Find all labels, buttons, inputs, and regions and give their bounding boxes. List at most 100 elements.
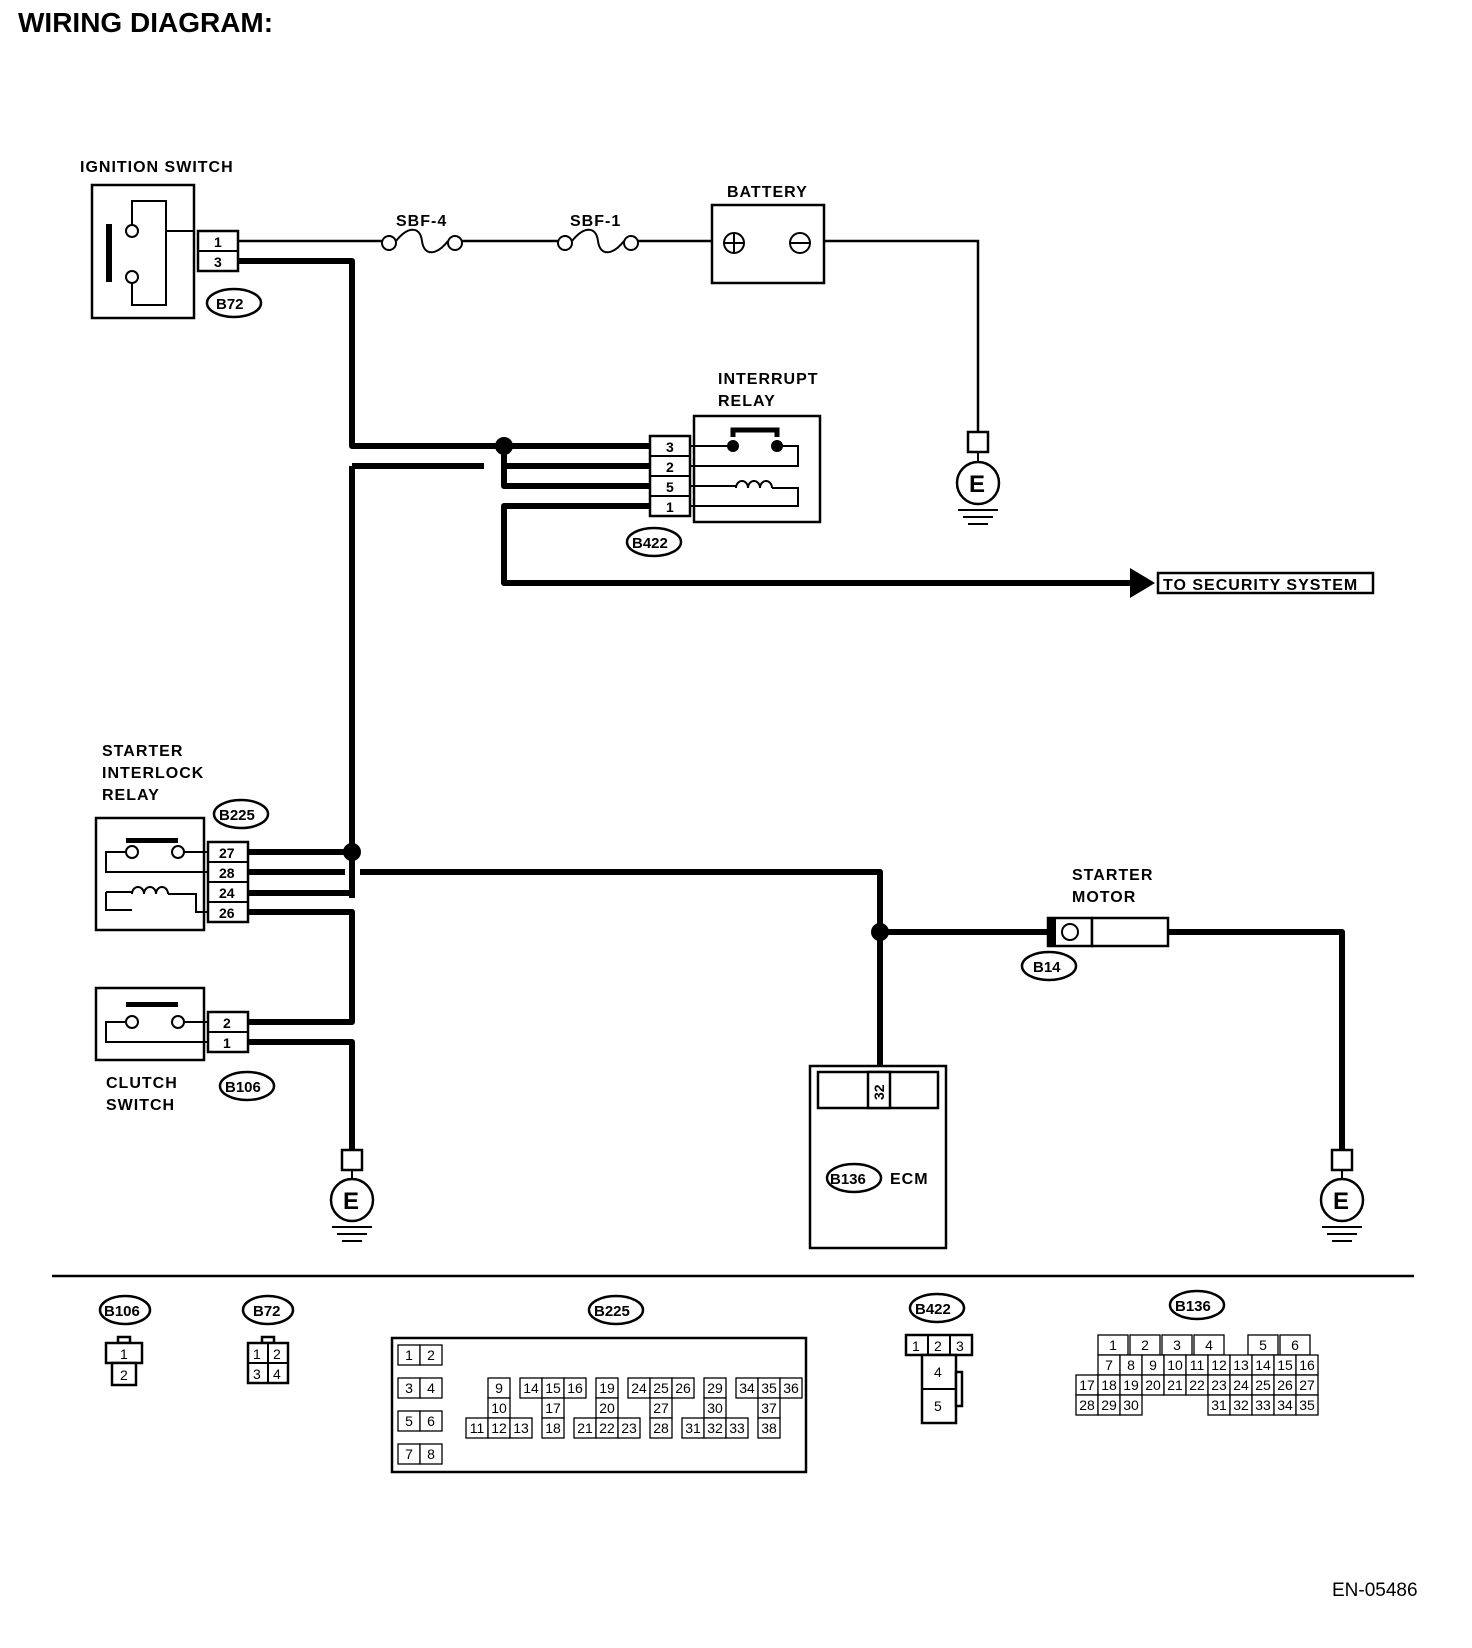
b422-cell: 5 — [934, 1398, 942, 1414]
b225-cell: 15 — [545, 1380, 561, 1396]
b136-cell: 25 — [1255, 1377, 1271, 1393]
b136-cell: 28 — [1079, 1397, 1095, 1413]
b225-cell-box — [617, 1417, 641, 1439]
ecm: 32 B136 ECM — [808, 1064, 948, 1250]
b225-cell: 4 — [427, 1380, 435, 1396]
b225-cell: 9 — [495, 1380, 503, 1396]
b225-cell: 3 — [405, 1380, 413, 1396]
b225-pin: 27 — [219, 845, 235, 861]
b225-cell: 11 — [470, 1420, 485, 1436]
b72-ref: B72 — [253, 1303, 281, 1320]
b136-cell: 2 — [1141, 1337, 1149, 1353]
b136-cell: 16 — [1299, 1357, 1315, 1373]
b136-ref: B136 — [830, 1171, 866, 1188]
ground-label: E — [1333, 1188, 1349, 1215]
b136-cell: 1 — [1109, 1337, 1117, 1353]
b225-cell: 28 — [653, 1420, 669, 1436]
b422-pin: 1 — [666, 499, 674, 515]
b225-cell: 35 — [761, 1380, 777, 1396]
b136-cell: 5 — [1259, 1337, 1267, 1353]
junction-dot — [871, 923, 889, 941]
b72-cell: 4 — [273, 1366, 281, 1382]
b225-cell: 24 — [631, 1380, 647, 1396]
b225-cell-box — [757, 1417, 781, 1439]
b136-cell: 17 — [1079, 1377, 1095, 1393]
b422-cell: 1 — [912, 1338, 920, 1354]
b225-cell-box — [671, 1377, 695, 1399]
b136-cell: 29 — [1101, 1397, 1117, 1413]
b106-cell: 1 — [120, 1346, 128, 1362]
b72-pin: 3 — [214, 254, 222, 270]
b225-cell: 17 — [545, 1400, 561, 1416]
b72-pin: 1 — [214, 234, 222, 250]
b225-cell: 26 — [675, 1380, 691, 1396]
b225-cell-box — [649, 1417, 673, 1439]
b136-ref: B136 — [1175, 1298, 1211, 1315]
b225-cell: 31 — [685, 1420, 701, 1436]
ignition-switch: IGNITION SWITCH 1 3 B72 — [80, 159, 263, 320]
b136-cell: 27 — [1299, 1377, 1315, 1393]
b136-cell: 35 — [1299, 1397, 1315, 1413]
b225-cell: 38 — [761, 1420, 777, 1436]
b225-cell: 30 — [707, 1400, 723, 1416]
b136-cell: 13 — [1233, 1357, 1249, 1373]
interrupt-relay-label: RELAY — [718, 393, 776, 410]
b136-cell: 31 — [1211, 1397, 1227, 1413]
b225-cell-box — [419, 1344, 443, 1366]
junction-dot — [343, 843, 361, 861]
b225-cell-box — [419, 1410, 443, 1432]
b136-cell: 18 — [1101, 1377, 1117, 1393]
interrupt-relay-label: INTERRUPT — [718, 371, 819, 388]
b225-cell: 16 — [567, 1380, 583, 1396]
b72-cell: 2 — [273, 1346, 281, 1362]
b136-cell: 26 — [1277, 1377, 1293, 1393]
diagram-title: WIRING DIAGRAM: — [18, 7, 273, 38]
b106-cell: 2 — [120, 1367, 128, 1383]
b225-cell: 7 — [405, 1446, 413, 1462]
b225-cell: 22 — [599, 1420, 615, 1436]
b106-ref: B106 — [104, 1303, 140, 1320]
fuse-sbf1: SBF-1 — [557, 213, 639, 254]
b225-cell: 33 — [729, 1420, 745, 1436]
b225-cell: 12 — [491, 1420, 507, 1436]
b136-cell: 8 — [1127, 1357, 1135, 1373]
starter-motor: STARTER MOTOR B14 — [1020, 867, 1170, 982]
b136-cell: 30 — [1123, 1397, 1139, 1413]
b225-cell: 25 — [653, 1380, 669, 1396]
b225-cell: 14 — [523, 1380, 539, 1396]
b136-cell: 15 — [1277, 1357, 1293, 1373]
b136-cell: 24 — [1233, 1377, 1249, 1393]
b136-cell: 20 — [1145, 1377, 1161, 1393]
b72-cell: 1 — [253, 1346, 261, 1362]
b225-cell-box — [509, 1417, 533, 1439]
b225-pin: 24 — [219, 885, 235, 901]
clutch-switch: 2 1 CLUTCH SWITCH B106 — [94, 986, 276, 1114]
b136-cell: 19 — [1123, 1377, 1139, 1393]
b225-cell: 36 — [783, 1380, 799, 1396]
fuse-sbf1-label: SBF-1 — [570, 213, 621, 230]
b106-pin: 1 — [223, 1035, 231, 1051]
ground-starter: E — [1319, 1148, 1365, 1242]
b422-pin: 5 — [666, 479, 674, 495]
b72-cell: 3 — [253, 1366, 261, 1382]
b225-cell: 32 — [707, 1420, 723, 1436]
b136-cell-box — [1295, 1394, 1319, 1416]
b422-ref: B422 — [915, 1301, 951, 1318]
b422-pin: 2 — [666, 459, 674, 475]
b422-ref: B422 — [632, 535, 668, 552]
battery-label: BATTERY — [727, 184, 808, 201]
arrow-head — [1130, 568, 1155, 598]
b136-cell: 34 — [1277, 1397, 1293, 1413]
clutch-switch-label: SWITCH — [106, 1097, 175, 1114]
b136-cell: 32 — [1233, 1397, 1249, 1413]
b225-cell: 23 — [621, 1420, 637, 1436]
b225-pin: 26 — [219, 905, 235, 921]
battery: BATTERY — [710, 184, 826, 285]
ground-label: E — [969, 471, 985, 498]
connector-view-b72: B72 1 2 3 4 — [241, 1294, 295, 1385]
b225-cell: 20 — [599, 1400, 615, 1416]
ignition-switch-label: IGNITION SWITCH — [80, 159, 234, 176]
b225-cell: 27 — [653, 1400, 669, 1416]
